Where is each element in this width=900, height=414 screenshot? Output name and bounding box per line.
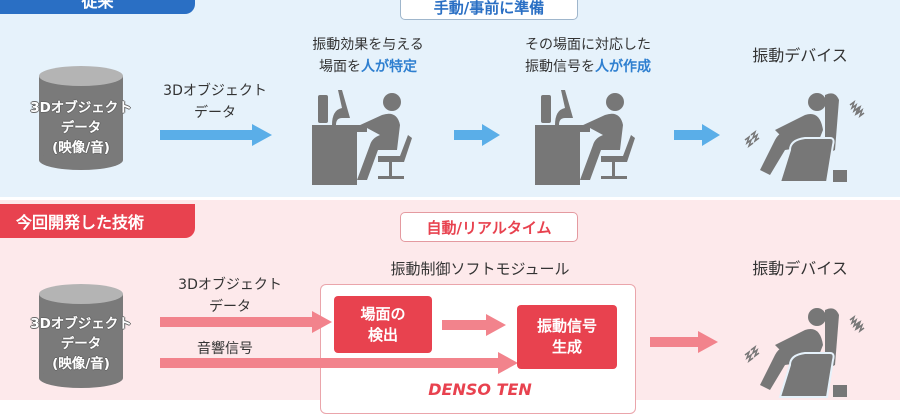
arrow-icon (160, 352, 518, 374)
new-tech-badge: 今回開発した技術 (0, 204, 195, 238)
source-line1: 3Dオブジェクト (30, 100, 132, 116)
step1-line1: 振動効果を与える (312, 37, 424, 53)
denso-ten-logo: DENSO TEN (428, 380, 532, 399)
arrow-icon (650, 331, 718, 353)
source-line3: (映像/音) (52, 356, 110, 372)
arrow1-label-line2: データ (209, 299, 251, 315)
arrow-icon (454, 124, 500, 146)
signal-generation-box: 振動信号生成 (517, 305, 617, 369)
source-label: 3Dオブジェクト データ (映像/音) (21, 314, 141, 374)
generate-line2: 生成 (551, 338, 582, 356)
module-title: 振動制御ソフトモジュール (390, 260, 570, 278)
step1-line2: 場面を (319, 59, 361, 75)
massage-chair-icon (735, 90, 870, 185)
arrow-icon (160, 311, 332, 333)
massage-chair-icon (735, 305, 870, 400)
source-line2: データ (60, 336, 102, 352)
source-line1: 3Dオブジェクト (30, 316, 132, 332)
device-label: 振動デバイス (752, 46, 848, 65)
new-tech-mode-label: 自動/リアルタイム (400, 212, 578, 242)
scene-detection-box: 場面の検出 (334, 296, 432, 353)
step1-label: 振動効果を与える 場面を人が特定 (288, 34, 448, 78)
arrow1-label: 3Dオブジェクト データ (170, 274, 290, 318)
arrow-icon (160, 124, 272, 146)
detect-line1: 場面の (360, 304, 406, 323)
arrow-icon (442, 314, 506, 336)
detect-line2: 検出 (367, 325, 398, 344)
conventional-badge: 従来 (0, 0, 195, 14)
device-label: 振動デバイス (752, 259, 848, 278)
arrow1-label-line1: 3Dオブジェクト (178, 277, 282, 293)
source-line2: データ (60, 120, 102, 136)
source-line3: (映像/音) (52, 140, 110, 156)
person-at-desk-icon (312, 90, 422, 185)
conventional-mode-label: 手動/事前に準備 (400, 0, 578, 20)
conventional-section (0, 0, 900, 197)
step2-label: その場面に対応した 振動信号を人が作成 (498, 34, 678, 78)
arrow-label: 3Dオブジェクト データ (155, 80, 275, 124)
generate-line1: 振動信号 (536, 317, 597, 335)
step2-emphasis: 人が作成 (595, 59, 651, 75)
arrow-label-line1: 3Dオブジェクト (163, 83, 267, 99)
person-at-desk-icon (535, 90, 645, 185)
step2-line2: 振動信号を (525, 59, 595, 75)
arrow-icon (674, 124, 720, 146)
source-label: 3Dオブジェクト データ (映像/音) (21, 98, 141, 158)
arrow-label-line2: データ (194, 105, 236, 121)
step1-emphasis: 人が特定 (361, 59, 417, 75)
step2-line1: その場面に対応した (525, 37, 651, 53)
arrow2-label: 音響信号 (197, 341, 253, 357)
